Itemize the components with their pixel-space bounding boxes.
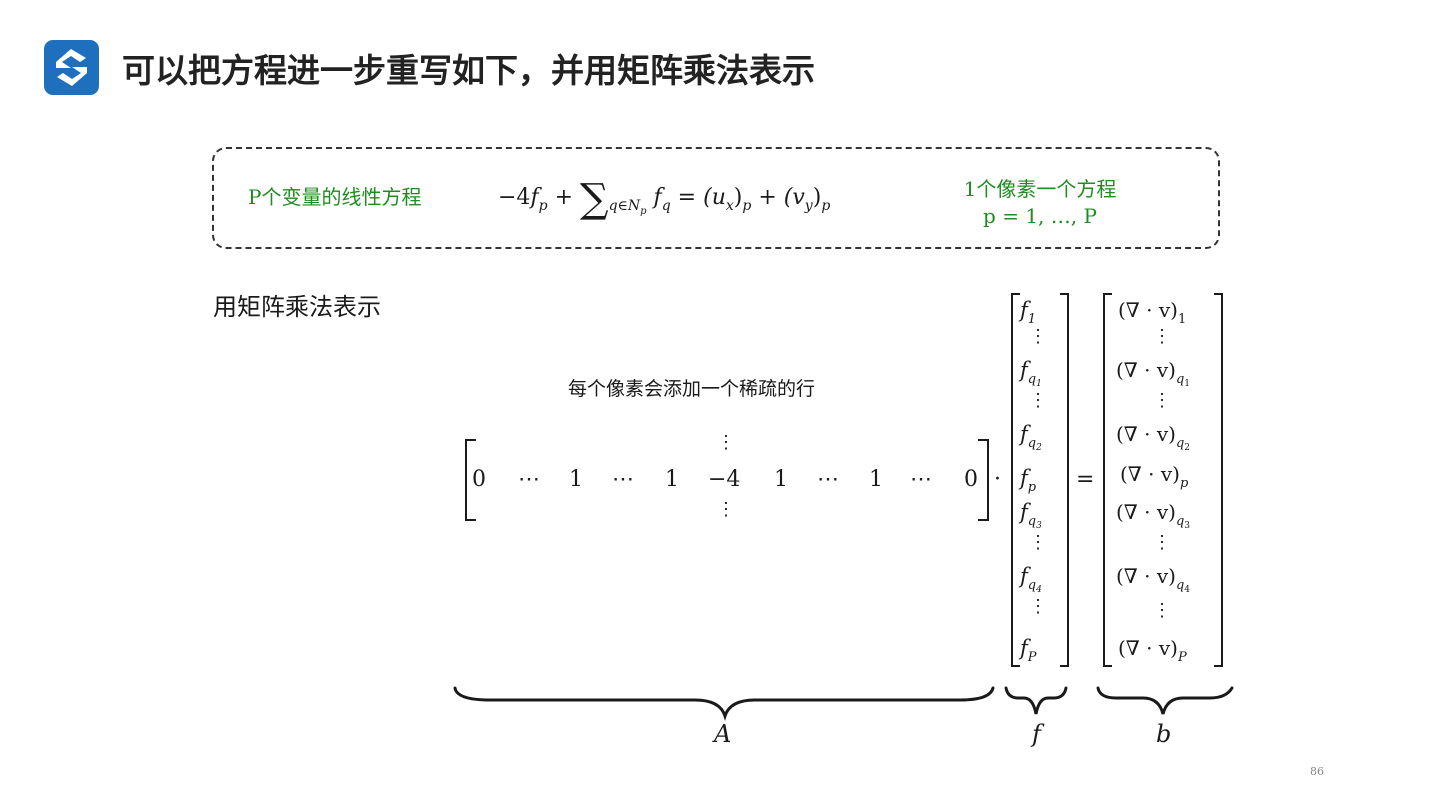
eq-sum-sub: q∈N	[608, 198, 641, 214]
b-entry: (∇ · v)q3	[1116, 500, 1191, 531]
eq-sub-q: q	[661, 198, 671, 214]
per-pixel-equation-note: 1个像素一个方程 p = 1, …, P	[915, 176, 1165, 230]
eq-u: (u	[703, 185, 726, 210]
f-entry: fq2	[1020, 422, 1042, 453]
f-vdots: ⋮	[1029, 390, 1047, 411]
eq-f: f	[530, 185, 539, 210]
f-vdots: ⋮	[1029, 326, 1047, 347]
b-vdots: ⋮	[1153, 600, 1171, 621]
vdots-above-center: ⋮	[717, 432, 735, 453]
eq-v-p: p	[821, 198, 831, 214]
matrix-entry: ⋯	[817, 467, 839, 492]
eq-u-sub: x	[725, 198, 734, 214]
matrix-entry: 1	[569, 467, 583, 492]
f-entry: fq1	[1020, 358, 1042, 389]
section-label: 用矩阵乘法表示	[213, 293, 381, 321]
brace-a	[453, 686, 995, 722]
brace-b	[1096, 686, 1234, 715]
underbraces	[453, 686, 1234, 722]
b-entry: (∇ · v)1	[1118, 298, 1187, 327]
matrix-entry: ⋯	[910, 467, 932, 492]
matrix-entry: 1	[869, 467, 883, 492]
multiply-dot: ·	[994, 467, 1001, 492]
vdots-below-center: ⋮	[717, 499, 735, 520]
b-vector-brackets	[1103, 293, 1223, 667]
matrix-entry: 0	[472, 467, 486, 492]
matrix-entry: 0	[964, 467, 978, 492]
logo-mark-icon	[56, 49, 87, 86]
eq-fq: f	[653, 185, 662, 210]
f-entry: fq3	[1020, 500, 1042, 531]
eq-v-close: )	[812, 185, 822, 210]
poisson-equation: −4fp + ∑q∈Np fq = (ux)p + (vy)p	[498, 176, 830, 222]
eq-u-close: )	[733, 185, 743, 210]
b-vdots: ⋮	[1153, 326, 1171, 347]
b-entry: (∇ · v)q4	[1116, 564, 1191, 595]
f-entry: f1	[1020, 298, 1037, 327]
sparse-row-note: 每个像素会添加一个稀疏的行	[568, 378, 816, 400]
page-number: 86	[1310, 765, 1324, 778]
eq-plus: +	[554, 185, 573, 210]
label-a: A	[714, 720, 732, 748]
f-vdots: ⋮	[1029, 532, 1047, 553]
f-vector-brackets	[1011, 293, 1069, 667]
eq-u-p: p	[742, 198, 752, 214]
eq-sub-p: p	[538, 198, 548, 214]
slide-title: 可以把方程进一步重写如下，并用矩阵乘法表示	[122, 51, 815, 90]
b-vdots: ⋮	[1153, 532, 1171, 553]
f-entry: fq4	[1020, 564, 1042, 595]
vector-equals: =	[1076, 467, 1095, 492]
eq-v: (v	[783, 185, 805, 210]
brace-f	[1004, 686, 1068, 715]
b-entry: (∇ · v)q1	[1116, 358, 1191, 389]
eq-plus2: +	[758, 185, 777, 210]
equation-box	[212, 147, 1220, 249]
eq-v-sub: y	[804, 198, 813, 214]
eq-sum-sub-p: p	[640, 206, 647, 217]
eq-sigma: ∑	[580, 176, 609, 222]
matrix-entry: ⋯	[518, 467, 540, 492]
f-entry: fP	[1020, 636, 1037, 665]
f-vdots: ⋮	[1029, 596, 1047, 617]
b-entry: (∇ · v)p	[1120, 462, 1189, 491]
b-entry: (∇ · v)P	[1118, 636, 1187, 665]
b-vdots: ⋮	[1153, 390, 1171, 411]
linear-equation-label: P个变量的线性方程	[248, 185, 422, 209]
label-f: f	[1032, 720, 1041, 748]
matrix-entry: 1	[774, 467, 788, 492]
logo	[44, 40, 99, 95]
matrix-entry: ⋯	[612, 467, 634, 492]
matrix-entry: 1	[665, 467, 679, 492]
per-pixel-line1: 1个像素一个方程	[963, 177, 1117, 201]
label-b: b	[1156, 720, 1172, 748]
b-entry: (∇ · v)q2	[1116, 422, 1191, 453]
matrix-a-brackets	[465, 439, 989, 521]
f-entry: fp	[1020, 466, 1037, 495]
eq-equals: =	[677, 185, 697, 210]
per-pixel-line2: p = 1, …, P	[983, 204, 1097, 228]
matrix-entry-center: −4	[708, 467, 741, 492]
eq-coef: −4	[498, 185, 531, 210]
